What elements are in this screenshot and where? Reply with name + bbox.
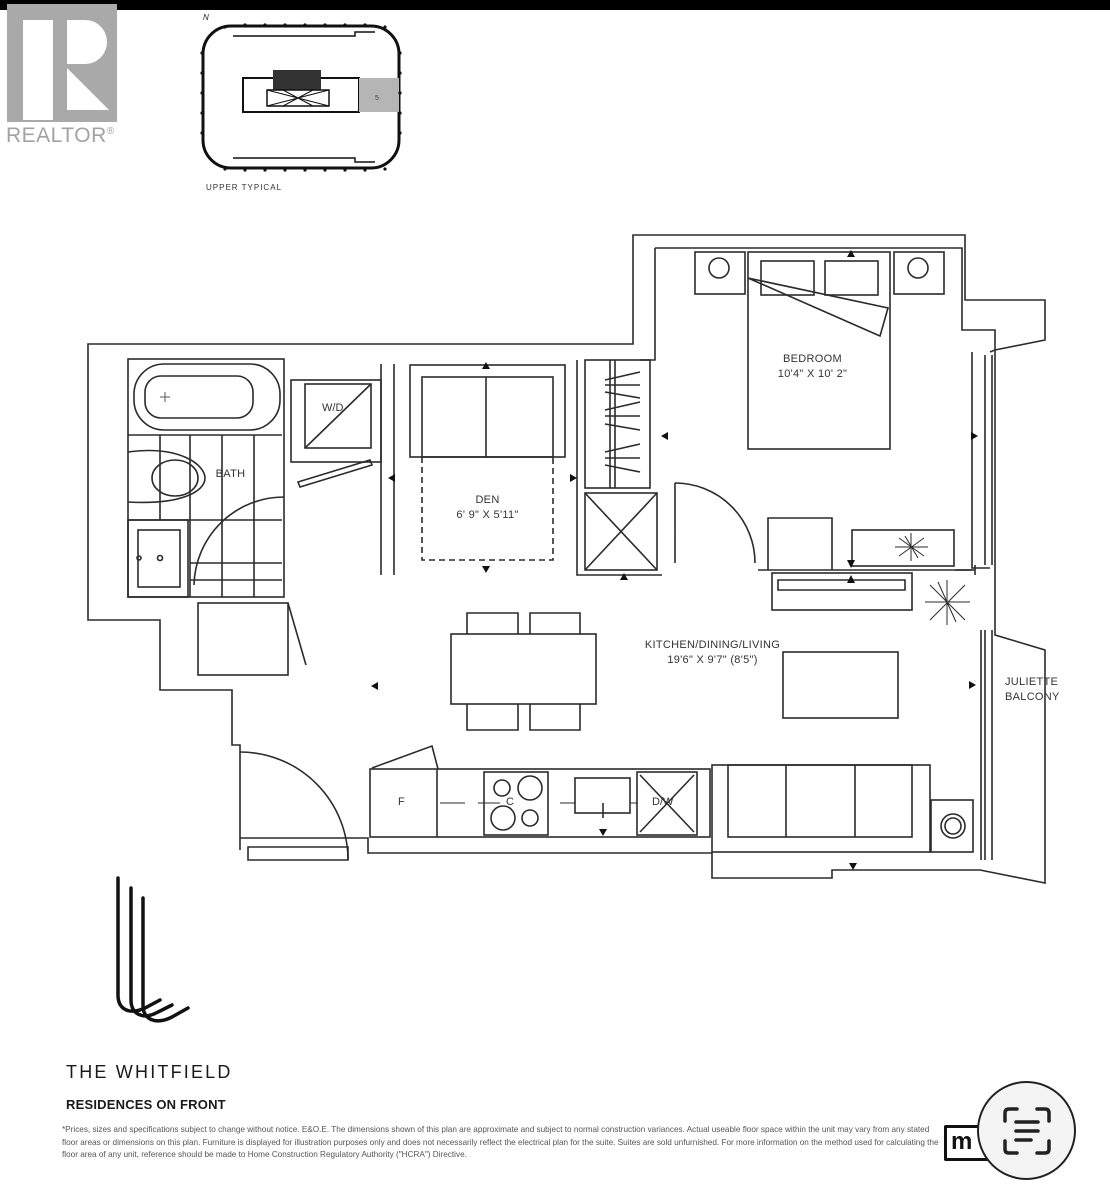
north-label: N <box>203 13 209 22</box>
realtor-r-icon <box>7 4 117 122</box>
brand-title: THE WHITFIELD <box>66 1062 233 1082</box>
room-label-juliette-balcony: JULIETTE BALCONY <box>1005 676 1060 703</box>
realtor-logo: REALTOR® <box>0 0 130 160</box>
key-plan-label: UPPER TYPICAL <box>206 183 282 192</box>
partner-logo: m <box>944 1125 994 1161</box>
brand-subtitle: RESIDENCES ON FRONT <box>66 1097 226 1112</box>
key-plan: N 5 <box>195 8 415 188</box>
text-scan-button[interactable] <box>977 1081 1076 1180</box>
fridge-label: F <box>398 796 405 808</box>
top-bar <box>0 0 1110 10</box>
room-label-den: DEN 6' 9" X 5'11" <box>456 494 519 521</box>
dishwasher-label: D/W <box>652 796 674 808</box>
cooktop-label: C <box>506 796 514 808</box>
realtor-text: REALTOR® <box>6 124 115 147</box>
unit-highlight <box>359 78 399 112</box>
text-scan-icon <box>1003 1107 1051 1155</box>
svg-text:5: 5 <box>375 95 379 102</box>
disclaimer-text: *Prices, sizes and specifications subjec… <box>62 1125 939 1159</box>
room-label-kitchen-dining-living: KITCHEN/DINING/LIVING 19'6" X 9'7" (8'5"… <box>644 639 781 666</box>
room-label-bedroom: BEDROOM 10'4" X 10' 2" <box>777 353 848 380</box>
whitfield-logo-icon <box>116 876 190 1023</box>
washer-dryer-label: W/D <box>322 402 344 414</box>
room-label-bath: BATH <box>215 468 246 480</box>
